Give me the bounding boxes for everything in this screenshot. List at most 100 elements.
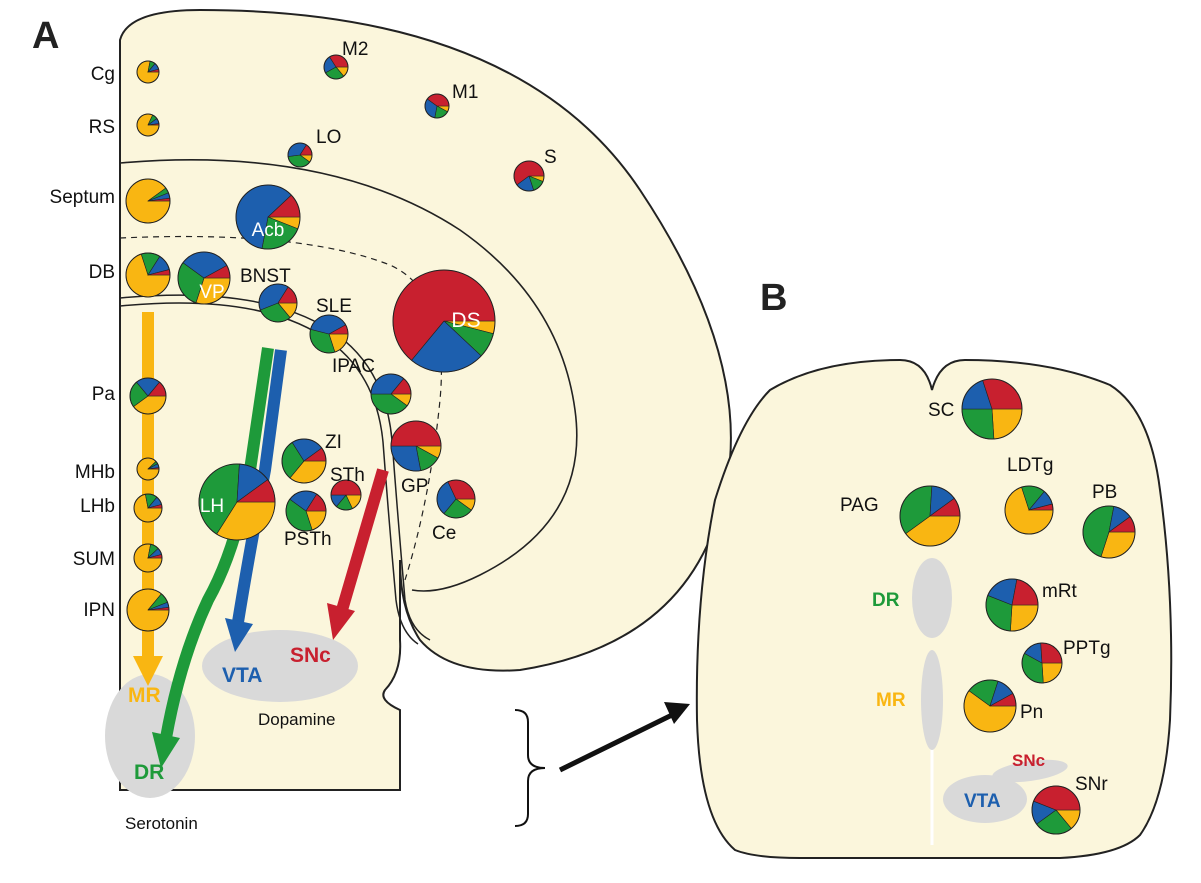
pie-pb: PB <box>1082 482 1136 559</box>
pie-ipac-outline <box>370 373 412 415</box>
region-label-pb: PB <box>1092 482 1117 503</box>
region-label-ipn: IPN <box>83 600 115 621</box>
pie-sum-outline <box>133 543 163 573</box>
pie-cg-outline <box>136 60 160 84</box>
nucleus-label-snc: SNc <box>290 644 331 667</box>
pie-gp: GP <box>390 420 442 497</box>
pie-sum: SUM <box>73 543 163 573</box>
pie-ldtg-outline <box>1004 485 1054 535</box>
pie-snr: SNr <box>1031 774 1108 835</box>
region-label-s: S <box>544 147 557 168</box>
region-label-m2: M2 <box>342 39 368 60</box>
pie-m2: M2 <box>323 39 368 80</box>
pie-lo-outline <box>287 142 313 168</box>
pie-ipn: IPN <box>83 588 170 632</box>
nucleus-label-mr-b: MR <box>876 690 906 711</box>
pie-pag-outline <box>899 485 961 547</box>
pie-ce: Ce <box>432 479 476 544</box>
region-label-sth: STh <box>330 465 365 486</box>
nucleus-label-vta-b: VTA <box>964 791 1001 812</box>
caption-dopamine: Dopamine <box>258 710 336 729</box>
pie-psth-outline <box>285 490 327 532</box>
pie-vp: VP <box>177 251 231 305</box>
region-label-lh: LH <box>200 496 224 517</box>
pie-pag: PAG <box>840 485 961 547</box>
pie-mhb: MHb <box>75 457 160 483</box>
region-label-lo: LO <box>316 127 341 148</box>
region-label-gp: GP <box>401 476 428 497</box>
zoom-arrow <box>558 711 676 773</box>
region-label-pptg: PPTg <box>1063 638 1111 659</box>
section-bracket <box>514 709 546 827</box>
pie-sc: SC <box>928 378 1023 440</box>
mr-nucleus-area <box>921 650 943 750</box>
pie-pa: Pa <box>92 377 167 415</box>
pie-lh-outline <box>198 463 276 541</box>
region-label-zi: ZI <box>325 432 342 453</box>
pie-ldtg: LDTg <box>1004 455 1054 535</box>
pie-lo: LO <box>287 127 341 168</box>
snc-red-arrow <box>327 468 389 640</box>
pie-m2-outline <box>323 54 349 80</box>
pie-s-outline <box>513 160 545 192</box>
pie-cg: Cg <box>91 60 160 85</box>
region-label-sum: SUM <box>73 549 115 570</box>
zoom-arrow-head <box>664 702 690 724</box>
pie-acb-outline <box>235 184 301 250</box>
pie-ce-outline <box>436 479 476 519</box>
pie-sle-outline <box>309 314 349 354</box>
region-label-psth: PSTh <box>284 529 332 550</box>
pie-sle: SLE <box>309 296 352 354</box>
pie-rs: RS <box>89 113 160 138</box>
pie-ipn-outline <box>126 588 170 632</box>
pie-pptg: PPTg <box>1021 638 1111 684</box>
pie-ds-outline <box>392 269 496 373</box>
vta-snc-nucleus-area <box>202 630 358 702</box>
pie-ds: DS <box>392 269 496 373</box>
pie-lhb: LHb <box>80 493 163 523</box>
pie-pn-outline <box>963 679 1017 733</box>
pie-vp-outline <box>177 251 231 305</box>
region-label-ipac: IPAC <box>332 356 375 377</box>
pie-lh: LH <box>198 463 276 541</box>
pie-pptg-outline <box>1021 642 1063 684</box>
snc-nucleus-area <box>992 759 1068 783</box>
pie-pn: Pn <box>963 679 1043 733</box>
region-label-sc: SC <box>928 400 954 421</box>
panel-label-a: A <box>32 15 59 57</box>
region-label-pa: Pa <box>92 384 116 405</box>
region-label-rs: RS <box>89 117 115 138</box>
region-label-ldtg: LDTg <box>1007 455 1053 476</box>
pie-acb: Acb <box>235 184 301 250</box>
capsule-line-inner <box>119 302 419 645</box>
dr-nucleus-area <box>912 558 952 638</box>
pie-pa-outline <box>129 377 167 415</box>
pie-m1: M1 <box>424 82 478 119</box>
region-label-cg: Cg <box>91 64 115 85</box>
pie-m1-outline <box>424 93 450 119</box>
region-label-snr: SNr <box>1075 774 1108 795</box>
pie-db-outline <box>125 252 171 298</box>
pie-gp-outline <box>390 420 442 472</box>
region-label-pag: PAG <box>840 495 879 516</box>
pie-psth: PSTh <box>284 490 332 550</box>
panel-label-b: B <box>760 277 787 319</box>
pie-mrt: mRt <box>985 578 1078 632</box>
pie-s: S <box>513 147 557 192</box>
pie-ipac: IPAC <box>332 356 412 415</box>
region-label-db: DB <box>89 262 115 283</box>
region-label-acb: Acb <box>252 220 285 241</box>
region-label-mhb: MHb <box>75 462 115 483</box>
capsule-line-outer <box>119 294 431 641</box>
region-label-septum: Septum <box>50 187 115 208</box>
region-label-bnst: BNST <box>240 266 291 287</box>
pie-bnst: BNST <box>240 266 298 323</box>
nucleus-label-snc-b: SNc <box>1012 751 1045 770</box>
region-label-m1: M1 <box>452 82 478 103</box>
pie-lhb-outline <box>133 493 163 523</box>
caption-serotonin: Serotonin <box>125 814 198 833</box>
pie-bnst-outline <box>258 283 298 323</box>
pie-rs-outline <box>136 113 160 137</box>
nucleus-label-dr-b: DR <box>872 590 900 611</box>
